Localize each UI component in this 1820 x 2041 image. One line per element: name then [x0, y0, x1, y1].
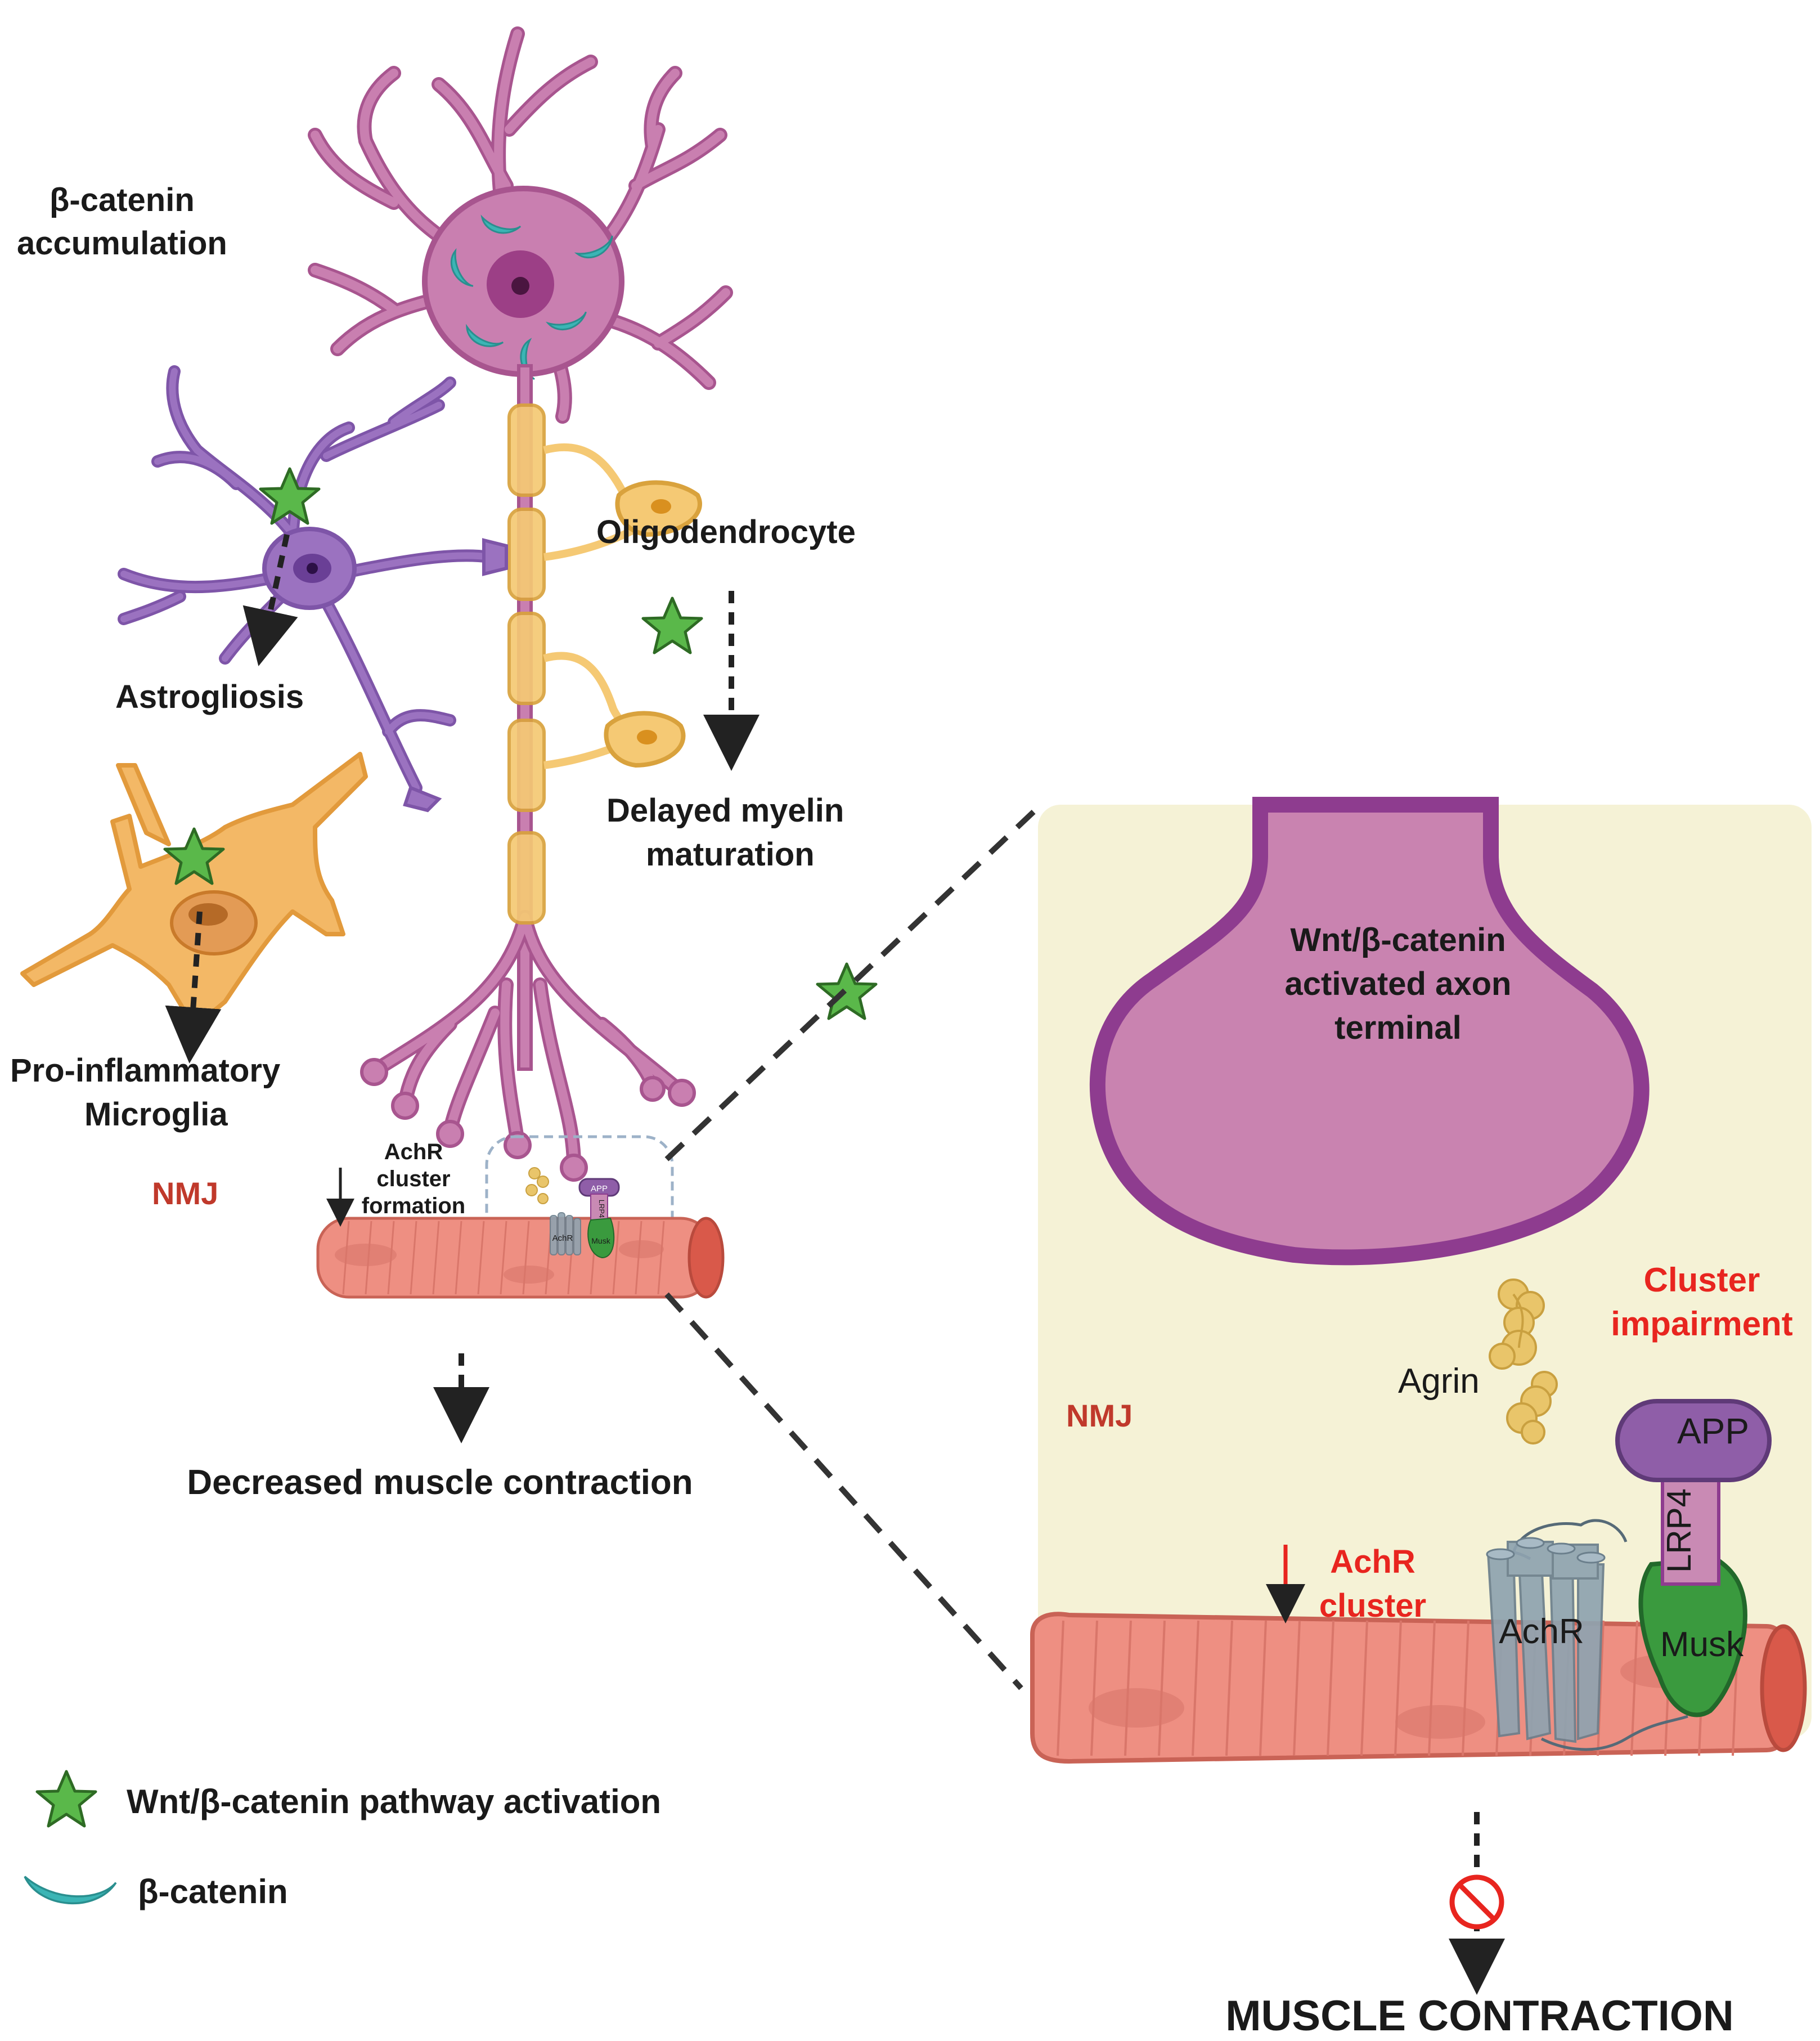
achr-cluster-label: AchR	[1330, 1544, 1415, 1580]
small-nmj: APP LRP4 AchR Musk	[316, 1135, 725, 1299]
terminal-label-2: activated axon	[1285, 966, 1512, 1002]
dashed-arrow-icon	[165, 533, 1505, 1995]
achr-cluster-label-2: cluster	[1319, 1587, 1426, 1624]
small-app-label: APP	[591, 1184, 608, 1194]
beta-catenin-accumulation-label-2: accumulation	[17, 225, 227, 262]
terminal-label: Wnt/β-catenin	[1290, 922, 1506, 958]
oligodendrocyte	[507, 403, 702, 925]
nmj-right-label: NMJ	[1066, 1398, 1133, 1433]
oligodendrocyte-label: Oligodendrocyte	[596, 514, 856, 550]
app-label: APP	[1677, 1411, 1749, 1451]
muscle-contraction-label: MUSCLE CONTRACTION	[1225, 1992, 1734, 2038]
legend	[24, 1771, 117, 1905]
achr-cluster-formation-label: AchR	[384, 1140, 443, 1164]
delayed-myelin-label-2: maturation	[646, 836, 815, 873]
microglia-label: Microglia	[84, 1096, 228, 1133]
cluster-impairment-label-2: impairment	[1611, 1305, 1792, 1343]
legend-beta-catenin-icon	[24, 1876, 117, 1905]
achr-cluster-formation-label-3: formation	[362, 1194, 465, 1218]
cluster-impairment-label: Cluster	[1644, 1261, 1760, 1299]
nmj-panel	[1030, 797, 1812, 1764]
legend-wnt-label: Wnt/β-catenin pathway activation	[127, 1783, 661, 1820]
achr-label: AchR	[1499, 1612, 1584, 1651]
terminal-label-3: terminal	[1334, 1010, 1462, 1046]
agrin-label: Agrin	[1398, 1362, 1480, 1401]
legend-beta-catenin-label: β-catenin	[138, 1873, 288, 1910]
astrocyte	[118, 365, 508, 813]
achr-cluster-formation-label-2: cluster	[376, 1167, 450, 1191]
text-layer: β-catenin accumulation Oligodendrocyte A…	[10, 182, 1793, 2040]
astrogliosis-label: Astrogliosis	[115, 679, 304, 715]
no-entry-icon	[1449, 1874, 1504, 1930]
delayed-myelin-label: Delayed myelin	[606, 792, 844, 829]
legend-star-icon	[37, 1771, 96, 1826]
microglia	[20, 752, 368, 1032]
nmj-left-label: NMJ	[152, 1176, 218, 1211]
small-achr-label: AchR	[552, 1233, 573, 1243]
beta-catenin-accumulation-label: β-catenin	[50, 182, 195, 218]
small-musk-label: Musk	[591, 1236, 610, 1245]
star-icon	[643, 598, 702, 653]
musk-label: Musk	[1660, 1625, 1744, 1664]
achr-receptor	[1486, 1519, 1688, 1751]
pro-inflammatory-label: Pro-inflammatory	[10, 1052, 280, 1089]
small-lrp4-label: LRP4	[597, 1200, 606, 1218]
lrp4-label: LRP4	[1660, 1488, 1698, 1573]
neuron	[308, 26, 733, 1182]
decreased-muscle-label: Decreased muscle contraction	[187, 1463, 693, 1502]
app-lrp4-musk-complex	[1615, 1399, 1772, 1717]
